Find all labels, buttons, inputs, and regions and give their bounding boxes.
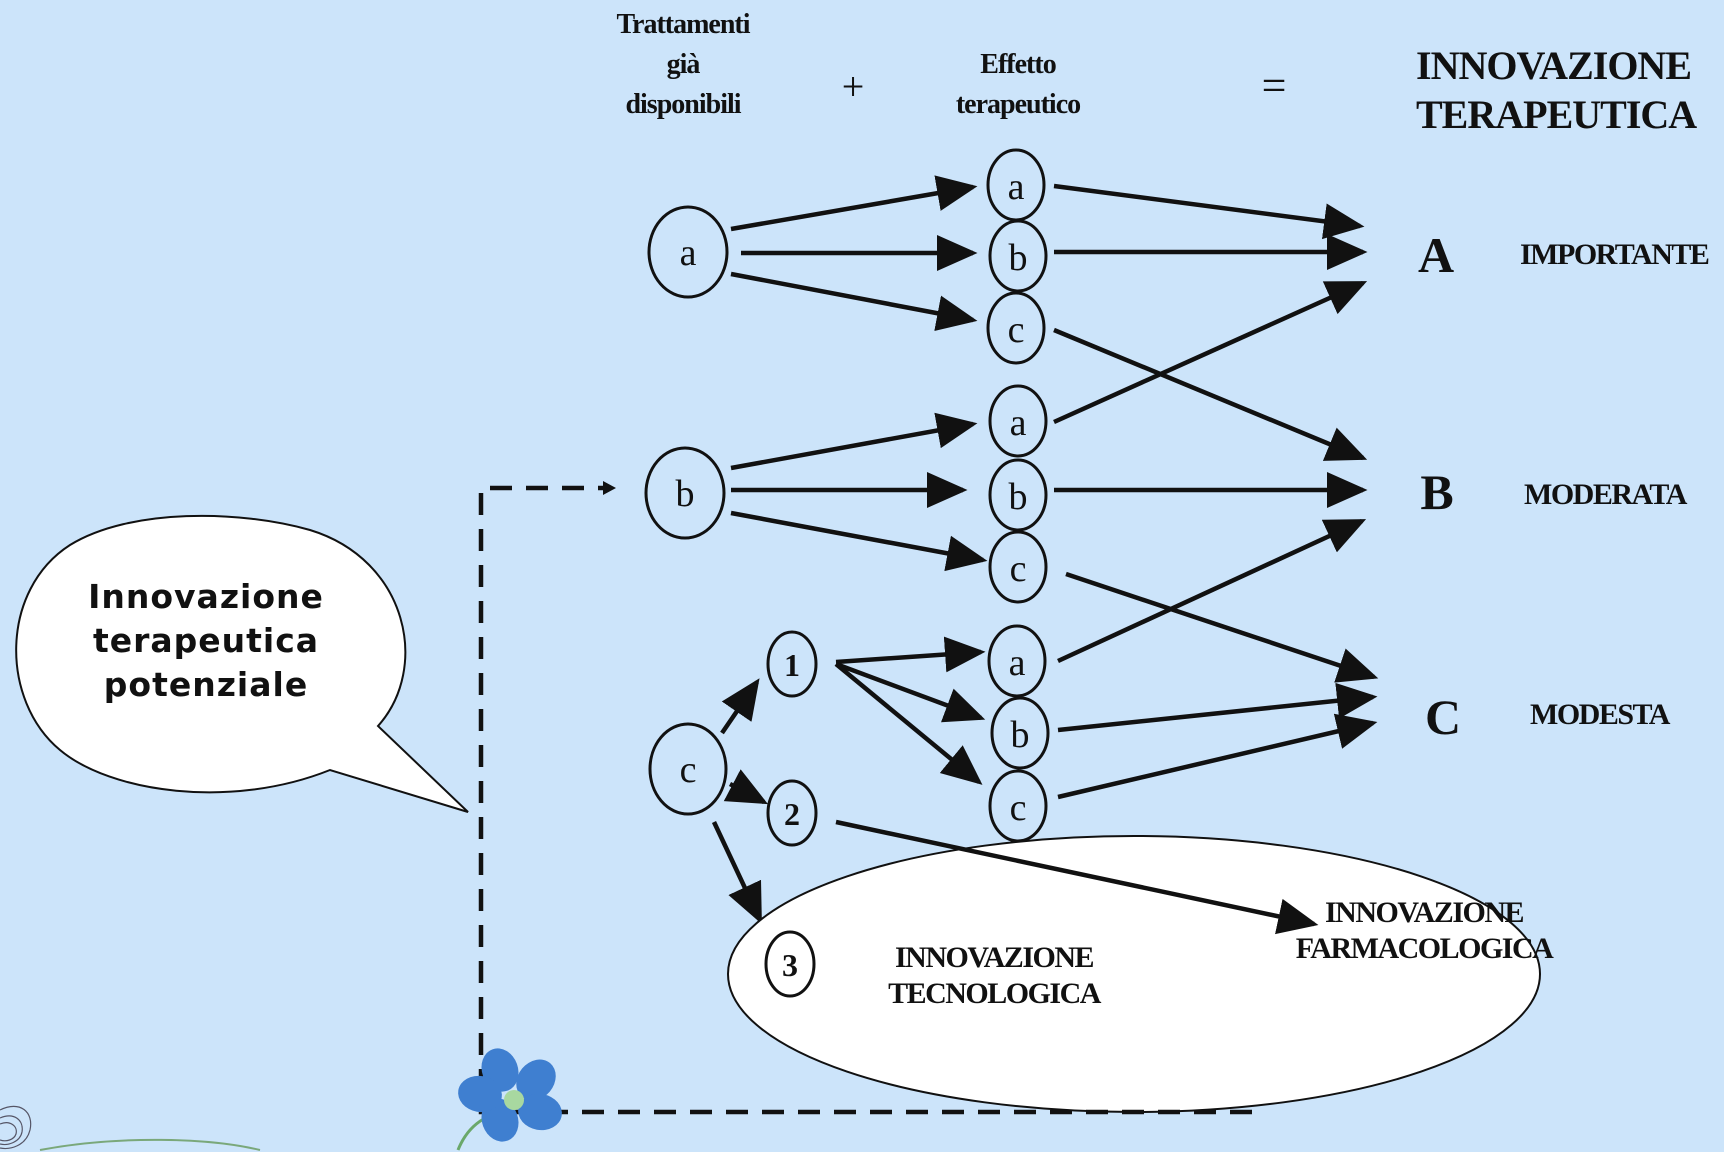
effect-node-2c: c (988, 530, 1048, 604)
subnode-2: 2 (766, 779, 818, 847)
subnode-3-label: 3 (782, 947, 798, 983)
header-treatments-line1: Trattamenti (616, 9, 750, 40)
header-innovation-line1: INNOVAZIONE (1416, 43, 1691, 88)
subnode-2-label: 2 (784, 796, 800, 832)
treatment-node-b: b (644, 446, 726, 540)
flower-decoration (456, 1048, 562, 1151)
level-A-word: IMPORTANTE (1520, 238, 1709, 271)
arrow-tb-ea (730, 412, 978, 471)
header-innovation-line2: TERAPEUTICA (1416, 92, 1697, 137)
callout-bubble (15, 514, 469, 813)
arrow-ta-ec (730, 271, 978, 331)
effect-node-3a: a (987, 624, 1047, 698)
effect-node-3b-label: b (1011, 714, 1030, 756)
effect-node-1c-label: c (1008, 309, 1025, 351)
level-C-word: MODESTA (1530, 698, 1671, 731)
ellipse-farmacologica-line2: FARMACOLOGICA (1296, 932, 1554, 965)
effect-node-2a-label: a (1010, 402, 1027, 444)
callout-line2: terapeutica (93, 621, 319, 660)
header-effect-line2: terapeutico (956, 89, 1080, 120)
effect-node-1b-label: b (1009, 237, 1028, 279)
dashed-arrowhead (603, 481, 616, 495)
subnode-1-label: 1 (784, 647, 800, 683)
dashed-feedback-line (478, 485, 1252, 1115)
header-plus-sign: + (842, 64, 865, 109)
treatment-node-b-label: b (676, 473, 695, 515)
level-A-letter: A (1418, 227, 1454, 283)
callout-line1: Innovazione (88, 577, 324, 616)
header-equals-sign: = (1262, 61, 1287, 110)
arrow-n1-ea (835, 636, 986, 673)
treatment-node-c-label: c (680, 749, 697, 791)
arrow-tc-n3 (711, 821, 763, 925)
effect-node-1c: c (986, 291, 1046, 365)
header-effect-line1: Effetto (980, 49, 1055, 80)
arrow-n2-farmacologica (835, 819, 1319, 935)
effect-node-3c: c (988, 769, 1048, 843)
arrow-n1-eb (835, 661, 986, 723)
effect-node-3a-label: a (1009, 642, 1026, 684)
effect-node-1a-label: a (1008, 166, 1025, 208)
ellipse-farmacologica-line1: INNOVAZIONE (1325, 896, 1523, 929)
arrow-tb-ec (730, 510, 988, 572)
level-B-word: MODERATA (1524, 478, 1688, 511)
arrow-e3b-C (1057, 682, 1378, 733)
effect-node-2c-label: c (1010, 548, 1027, 590)
ellipse-tecnologica-line1: INNOVAZIONE (895, 941, 1093, 974)
subnode-3: 3 (764, 930, 816, 998)
swirl-decoration (0, 1105, 261, 1151)
arrow-e2a-A (1053, 280, 1368, 425)
arrow-e1c-B (1053, 327, 1368, 461)
subnode-1: 1 (766, 630, 818, 698)
effect-node-2b: b (988, 458, 1048, 532)
effect-node-3b: b (990, 696, 1050, 770)
effect-node-1b: b (988, 219, 1048, 293)
header-treatments-line2: già (667, 49, 701, 80)
callout-line3: potenziale (104, 665, 308, 704)
ellipse-tecnologica-line2: TECNOLOGICA (888, 977, 1102, 1010)
effect-node-1a: a (986, 148, 1046, 222)
arrow-n1-ec (834, 662, 983, 785)
arrow-e2c-C (1065, 571, 1379, 683)
effect-node-2b-label: b (1009, 476, 1028, 518)
arrow-e3a-B (1057, 518, 1367, 664)
arrow-ta-ea (730, 175, 978, 232)
arrow-e1a-A (1053, 183, 1365, 240)
arrow-tc-n1 (720, 678, 760, 735)
level-C-letter: C (1425, 689, 1461, 745)
arrow-e3c-C (1057, 713, 1378, 800)
treatment-node-c: c (648, 722, 728, 816)
treatment-node-a-label: a (680, 232, 697, 274)
effect-node-2a: a (988, 384, 1048, 458)
effect-node-3c-label: c (1010, 787, 1027, 829)
header-treatments-line3: disponibili (625, 89, 741, 120)
innovation-ellipse (727, 835, 1541, 1113)
treatment-node-a: a (647, 205, 729, 299)
level-B-letter: B (1420, 464, 1453, 520)
arrow-tc-n2 (723, 769, 768, 805)
